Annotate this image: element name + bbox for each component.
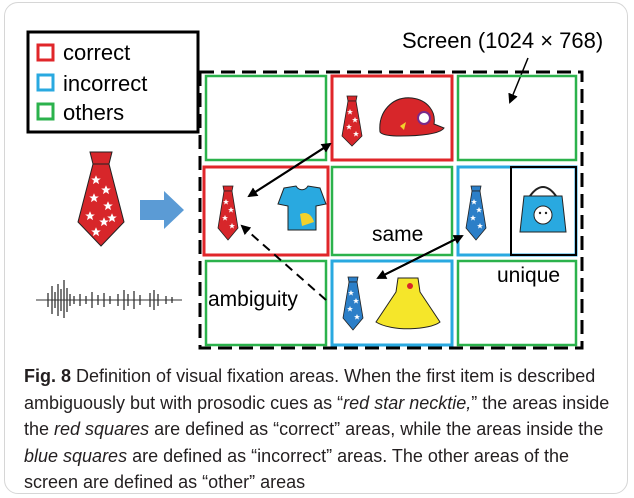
arrow-to-top-necktie bbox=[248, 142, 332, 197]
area-r3c3-others bbox=[456, 259, 578, 347]
speech-waveform-icon bbox=[36, 280, 182, 318]
legend: correct incorrect others bbox=[26, 30, 200, 134]
cell-r3c2-blue-necktie-icon bbox=[342, 276, 364, 331]
legend-label-correct: correct bbox=[63, 40, 130, 65]
cell-r1c2-red-necktie-icon bbox=[341, 95, 363, 147]
area-label-unique: unique bbox=[497, 264, 560, 287]
cell-r2c3-blue-necktie-icon bbox=[465, 185, 487, 241]
legend-swatch-others bbox=[36, 102, 55, 121]
area-r3c1-others bbox=[204, 259, 328, 347]
blue-right-arrow-icon bbox=[140, 191, 184, 229]
screen-label: Screen (1024 × 768) bbox=[402, 28, 603, 53]
caption-part-3: red squares bbox=[54, 419, 150, 439]
cell-r2c1-red-necktie-icon bbox=[217, 185, 239, 241]
area-label-ambiguity: ambiguity bbox=[208, 288, 298, 311]
unique-region-box bbox=[510, 166, 577, 256]
caption-part-6: are defined as “incorrect” areas. The ot… bbox=[24, 445, 569, 493]
caption-part-4: are defined as “correct” areas, while th… bbox=[149, 419, 604, 439]
legend-label-incorrect: incorrect bbox=[63, 71, 147, 96]
legend-swatch-incorrect bbox=[36, 73, 55, 92]
caption-part-5: blue squares bbox=[24, 445, 128, 466]
area-r2c1-correct bbox=[202, 165, 330, 257]
area-r1c2-correct bbox=[330, 74, 454, 162]
blue-bag-icon bbox=[519, 186, 567, 233]
caption-part-2: ” the areas inside the bbox=[24, 392, 610, 440]
fixation-diagram: correct incorrect others Screen (1024 × … bbox=[26, 28, 603, 350]
legend-label-others: others bbox=[63, 100, 124, 125]
area-r2c2-others bbox=[330, 165, 454, 257]
area-r1c3-others bbox=[456, 74, 578, 162]
area-label-same: same bbox=[372, 223, 423, 246]
blue-shirt-icon bbox=[277, 185, 327, 231]
area-r3c2-incorrect bbox=[330, 259, 454, 347]
legend-swatch-correct bbox=[36, 43, 55, 62]
area-r1c1-others bbox=[204, 74, 328, 162]
screen-pointer-arrow bbox=[508, 57, 529, 104]
figure-frame bbox=[4, 2, 628, 494]
red-star-necktie-icon bbox=[77, 151, 125, 247]
red-hat-icon bbox=[379, 97, 445, 137]
arrow-to-bottom-necktie bbox=[376, 235, 463, 279]
figure-caption: Fig. 8 Definition of visual fixation are… bbox=[24, 363, 624, 496]
legend-box bbox=[26, 30, 200, 134]
dashed-ambiguity-arrow bbox=[240, 224, 327, 301]
yellow-dress-icon bbox=[375, 277, 441, 330]
figure-label: Fig. 8 bbox=[24, 366, 72, 386]
screen-border bbox=[198, 70, 584, 350]
caption-part-0: Definition of visual fixation areas. Whe… bbox=[24, 366, 596, 413]
caption-part-1: red star necktie, bbox=[343, 392, 472, 413]
